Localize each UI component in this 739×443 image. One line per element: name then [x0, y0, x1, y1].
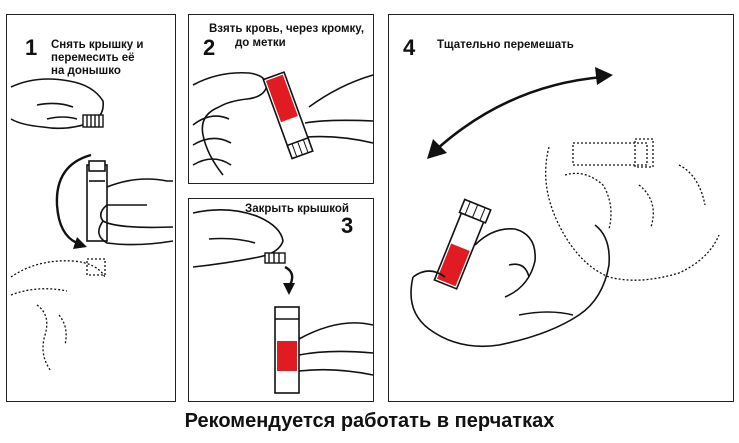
- hand-illustration: [192, 71, 268, 176]
- step-2-number: 2: [203, 35, 216, 60]
- step-1-illustration: [10, 78, 174, 372]
- hand-illustration: [304, 74, 374, 144]
- step-4-number: 4: [403, 35, 416, 60]
- blood-fill: [436, 243, 470, 287]
- cap-illustration: [264, 252, 286, 264]
- tube-illustration: [262, 71, 314, 160]
- blood-fill: [277, 341, 297, 371]
- step-2-caption-line-1: Взять кровь, через кромку,: [209, 23, 365, 35]
- tube-illustration: [433, 198, 492, 290]
- step-4-panel: 4 Тщательно перемешать: [388, 14, 734, 402]
- step-2-caption-line-2: до метки: [235, 37, 286, 49]
- step-3-panel: 3 Закрыть крышкой: [188, 198, 374, 402]
- rotation-arrow-icon: [55, 153, 92, 249]
- step-2-panel: 2 Взять кровь, через кромку, до метки: [188, 14, 374, 184]
- hand-illustration: [298, 322, 374, 376]
- step-1-caption-line-2: перемесить её: [51, 52, 135, 64]
- blood-fill: [265, 74, 298, 123]
- step-1-caption-line-3: на донышко: [51, 65, 121, 77]
- tube-illustration: [86, 160, 108, 242]
- step-1-panel: 1 Снять крышку и перемесить её на донышк…: [6, 14, 176, 402]
- hand-illustration: [192, 209, 284, 268]
- tube-illustration: [274, 306, 300, 394]
- cap-illustration: [82, 114, 104, 128]
- step-4-illustration: [410, 67, 720, 348]
- step-1-number: 1: [25, 35, 38, 60]
- step-3-number: 3: [341, 213, 354, 238]
- step-4-caption: Тщательно перемешать: [437, 39, 574, 51]
- step-3-illustration: [192, 209, 374, 394]
- hand-illustration: [410, 224, 611, 348]
- step-3-caption: Закрыть крышкой: [245, 203, 349, 215]
- ghost-hand-illustration: [545, 138, 720, 281]
- double-headed-arrow-icon: [427, 67, 613, 159]
- step-1-caption-line-1: Снять крышку и: [51, 39, 144, 51]
- step-2-illustration: [192, 71, 374, 176]
- down-arrow-icon: [283, 265, 295, 295]
- hand-illustration: [98, 178, 174, 246]
- ghost-hand-illustration: [10, 258, 106, 372]
- gloves-recommendation-footer: Рекомендуется работать в перчатках: [184, 410, 555, 432]
